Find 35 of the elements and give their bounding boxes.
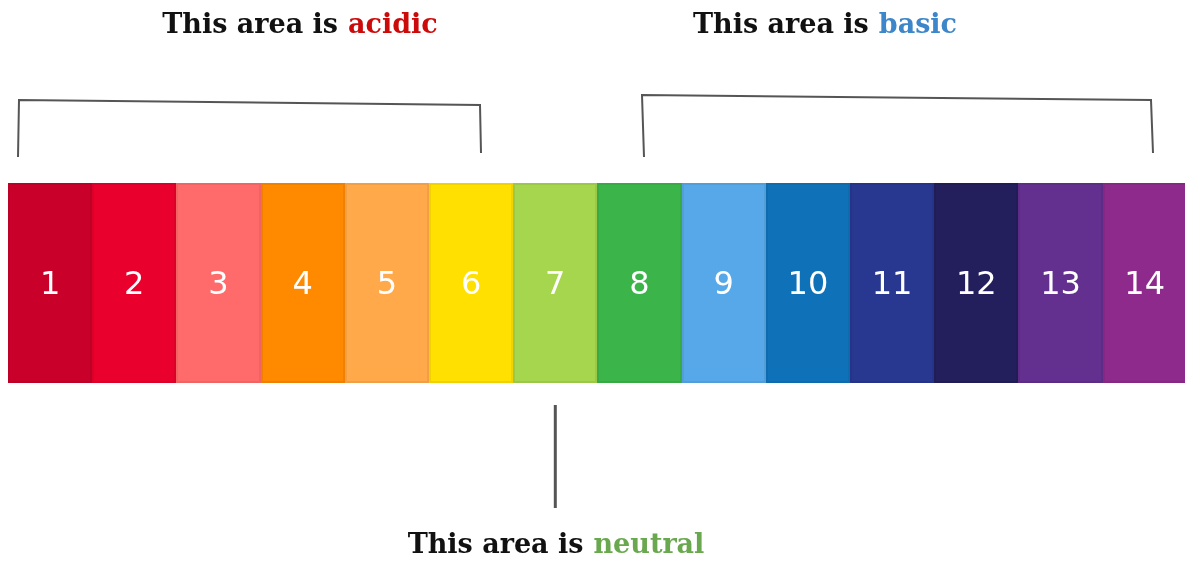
ph-cell xyxy=(429,183,514,383)
ph-cell xyxy=(850,183,935,383)
ph-number: 1 xyxy=(39,264,61,302)
ph-number: 6 xyxy=(460,264,482,302)
ph-cell xyxy=(1102,183,1185,383)
ph-cell xyxy=(92,183,177,383)
ph-number: 5 xyxy=(376,264,398,302)
ph-number: 7 xyxy=(545,264,566,302)
ph-cell xyxy=(176,183,261,383)
ph-number: 13 xyxy=(1040,264,1081,302)
caption-text: basic xyxy=(878,8,958,39)
leader-line xyxy=(553,405,557,508)
caption-text: neutral xyxy=(593,528,705,559)
ph-cell xyxy=(260,183,345,383)
ph-cell xyxy=(513,183,598,383)
ph-number: 4 xyxy=(292,264,313,302)
ph-number: 8 xyxy=(629,264,650,302)
caption-text: This area is xyxy=(407,528,584,559)
caption-text: acidic xyxy=(348,8,438,39)
ph-cell xyxy=(681,183,766,383)
ph-number: 3 xyxy=(208,264,229,302)
ph-number: 9 xyxy=(713,264,734,302)
ph-number: 2 xyxy=(124,264,145,302)
ph-cell xyxy=(934,183,1019,383)
ph-number: 14 xyxy=(1124,264,1166,302)
ph-cell xyxy=(8,183,93,383)
caption-text: This area is xyxy=(692,8,869,39)
ph-cell xyxy=(1018,183,1103,383)
ph-cell xyxy=(344,183,429,383)
caption-text: This area is xyxy=(162,8,339,39)
ph-number: 10 xyxy=(787,264,829,302)
ph-number: 11 xyxy=(871,264,913,302)
ph-number: 12 xyxy=(955,264,997,302)
ph-cell xyxy=(597,183,682,383)
ph-cell xyxy=(765,183,850,383)
